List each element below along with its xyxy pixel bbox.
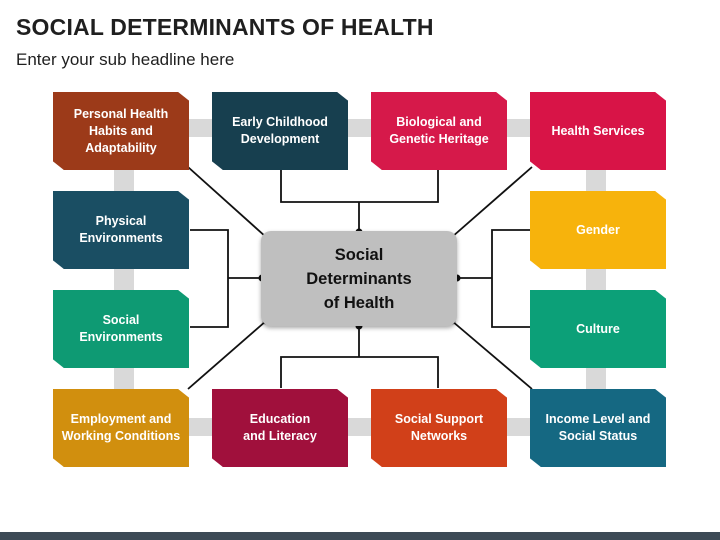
factor-education-literacy: Education and Literacy bbox=[212, 389, 348, 467]
factor-label: Personal Health Habits and Adaptability bbox=[73, 106, 169, 155]
factor-employment-working: Employment and Working Conditions bbox=[53, 389, 189, 467]
factor-label: Culture bbox=[576, 321, 620, 336]
factor-culture: Culture bbox=[530, 290, 666, 368]
factor-early-childhood: Early Childhood Development bbox=[212, 92, 348, 170]
factor-label: Income Level and Social Status bbox=[545, 412, 651, 443]
factor-biological-genetic: Biological and Genetic Heritage bbox=[371, 92, 507, 170]
factor-social-support: Social Support Networks bbox=[371, 389, 507, 467]
factor-personal-health: Personal Health Habits and Adaptability bbox=[53, 92, 189, 170]
factor-label: Employment and Working Conditions bbox=[61, 412, 181, 443]
page-title: SOCIAL DETERMINANTS OF HEALTH bbox=[16, 14, 434, 40]
factor-social-environments: Social Environments bbox=[53, 290, 189, 368]
factor-label: Biological and Genetic Heritage bbox=[389, 115, 489, 146]
factor-label: Education and Literacy bbox=[243, 412, 317, 443]
line-diag-top-right bbox=[451, 166, 533, 238]
central-hub: Social Determinants of Health bbox=[261, 231, 457, 326]
factor-health-services: Health Services bbox=[530, 92, 666, 170]
central-hub-label: Social Determinants of Health bbox=[306, 245, 412, 312]
factor-label: Gender bbox=[576, 222, 620, 237]
footer-strip bbox=[0, 532, 720, 540]
factor-label: Social Support Networks bbox=[394, 412, 484, 443]
factor-income-status: Income Level and Social Status bbox=[530, 389, 666, 467]
factor-label: Early Childhood Development bbox=[232, 115, 328, 146]
line-diag-bottom-right bbox=[451, 320, 533, 390]
factor-label: Physical Environments bbox=[79, 214, 163, 245]
factor-physical-environments: Physical Environments bbox=[53, 191, 189, 269]
line-diag-bottom-left bbox=[187, 320, 267, 390]
line-diag-top-left bbox=[187, 166, 267, 238]
line-top-bracket bbox=[280, 170, 439, 203]
line-left-bracket bbox=[190, 229, 229, 328]
page-subtitle: Enter your sub headline here bbox=[16, 50, 235, 69]
line-bottom-bracket bbox=[280, 356, 439, 388]
factor-gender: Gender bbox=[530, 191, 666, 269]
factor-label: Health Services bbox=[551, 123, 645, 138]
line-right-bracket bbox=[491, 229, 530, 328]
factor-label: Social Environments bbox=[79, 313, 163, 344]
